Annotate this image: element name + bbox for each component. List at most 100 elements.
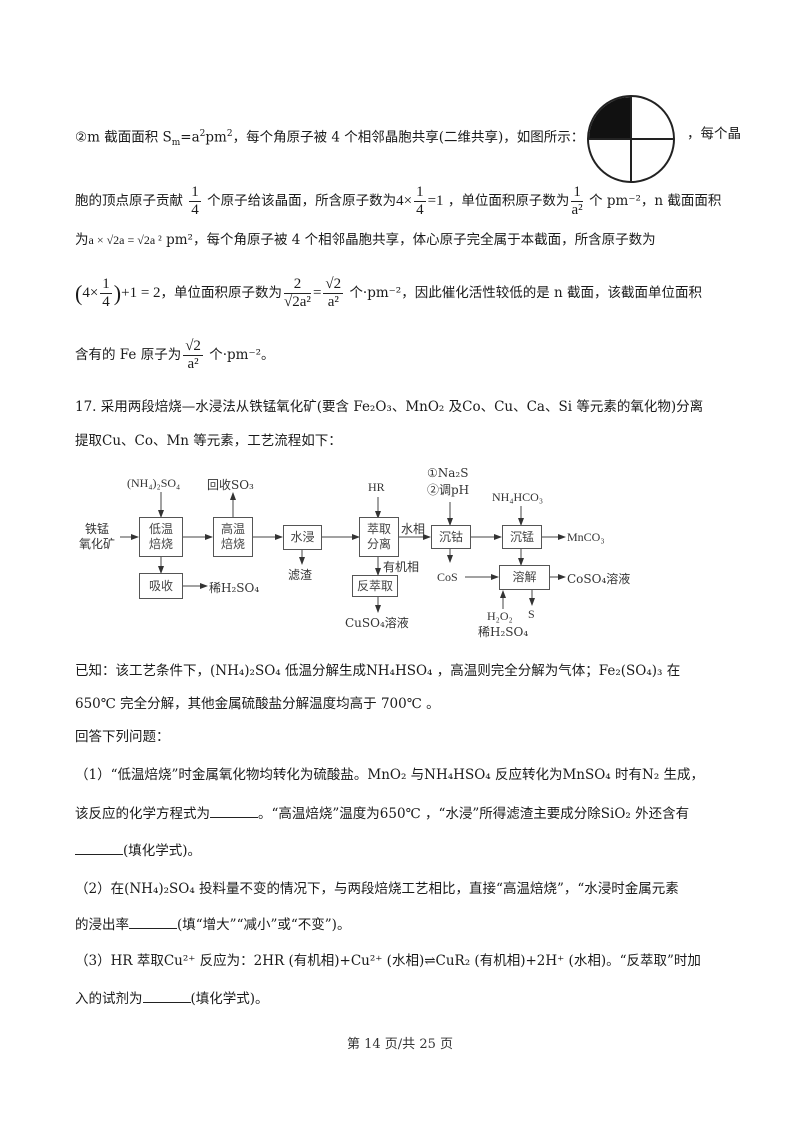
text: 个·pm⁻²。 [209, 347, 275, 363]
answer-blank-reagent[interactable] [142, 988, 191, 1003]
q17-intro-line-2: 提取Cu、Co、Mn 等元素，工艺流程如下： [75, 433, 342, 449]
label-na2s: ①Na₂S [427, 466, 469, 480]
numerator: √2 [323, 276, 344, 294]
q2-line-1: （2）在(NH₄)₂SO₄ 投料量不变的情况下，与两段焙烧工艺相比，直接“高温焙… [75, 881, 679, 897]
flowchart-arrows [120, 492, 566, 613]
page-number-footer: 第 14 页/共 25 页 [347, 1037, 453, 1052]
text: (填化学式)。 [123, 843, 202, 859]
label-sulfur: S [528, 607, 535, 621]
horizontal-divider [589, 138, 673, 140]
label-water-phase: 水相 [401, 522, 426, 536]
denominator: 4 [102, 294, 110, 310]
superscript: 2 [226, 129, 233, 139]
text: 个·pm⁻²，因此催化活性较低的是 n 截面，该截面单位面积 [349, 285, 702, 301]
label-copper-sulfate-solution: CuSO₄溶液 [345, 616, 409, 630]
subscript: m [171, 138, 181, 149]
node-dissolution: 溶解 [499, 565, 550, 590]
text: 个原子给该晶面，所含原子数为 [207, 193, 397, 209]
text: ②m 截面面积 S [75, 129, 172, 146]
denominator: 4 [416, 202, 424, 218]
text: (填化学式)。 [190, 991, 269, 1007]
area-formula: a × √2a = √2a ² [88, 233, 162, 247]
text: =a [180, 129, 200, 146]
q17-intro-line-1: 17. 采用两段焙烧—水浸法从铁锰氧化矿(要含 Fe₂O₃、MnO₂ 及Co、C… [75, 399, 704, 415]
node-absorption: 吸收 [139, 573, 183, 599]
m-section-line-1: ②m 截面面积 Sm=a2pm2，每个角原子被 4 个相邻晶胞共享(二维共享)，… [75, 124, 584, 153]
answer-blank-equation[interactable] [210, 803, 258, 818]
q3-line-1: （3）HR 萃取Cu²⁺ 反应为：2HR (有机相)+Cu²⁺ (水相)⇌CuR… [75, 953, 701, 969]
label-hydrogen-peroxide: H₂O₂ [487, 609, 513, 623]
numerator: 1 [100, 276, 112, 294]
quarter-shaded-circle-diagram [587, 95, 675, 183]
text: ，单位面积原子数为 [160, 285, 283, 301]
text: 。“高温焙烧”温度为650℃ ，“水浸”所得滤渣主要成分除SiO₂ 外还含有 [258, 806, 690, 822]
paren: ) [113, 280, 122, 306]
node-cobalt-precipitation: 沉钴 [431, 525, 471, 549]
node-high-temp-roast: 高温 焙烧 [213, 517, 253, 557]
q1-line-2: 该反应的化学方程式为。“高温焙烧”温度为650℃ ，“水浸”所得滤渣主要成分除S… [75, 803, 689, 824]
text: 含有的 Fe 原子为 [75, 347, 182, 363]
text: ，单位面积原子数为 [447, 193, 570, 209]
input-iron-manganese-ore: 铁锰 氧化矿 [79, 522, 116, 551]
node-back-extraction: 反萃取 [352, 575, 398, 597]
numerator: 2 [284, 276, 311, 294]
q1-line-3: (填化学式)。 [75, 840, 201, 861]
text: 胞的顶点原子贡献 [75, 193, 183, 209]
superscript: 2 [199, 129, 206, 139]
numerator: √2 [183, 338, 203, 356]
denominator: a² [327, 294, 339, 310]
label-recover-so3: 回收SO₃ [207, 478, 254, 492]
m-section-line-1-end: ，每个晶 [687, 126, 741, 142]
numerator: 1 [571, 184, 583, 202]
q3-line-2: 入的试剂为(填化学式)。 [75, 988, 269, 1009]
formula: = [312, 285, 322, 301]
label-filter-residue: 滤渣 [288, 568, 313, 582]
answer-blank-residue[interactable] [75, 840, 123, 855]
paren: ( [75, 280, 83, 306]
node-water-leach: 水浸 [283, 525, 322, 550]
denominator: √2a² [284, 294, 311, 310]
denominator: a² [571, 202, 583, 218]
denominator: a² [187, 356, 199, 372]
label-adjust-ph: ②调pH [427, 483, 470, 497]
text: 为 [75, 232, 89, 248]
q1-line-1: （1）“低温焙烧”时金属氧化物均转化为硫酸盐。MnO₂ 与NH₄HSO₄ 反应转… [75, 767, 705, 783]
denominator: 4 [191, 202, 199, 218]
formula: +1 = 2 [121, 285, 161, 301]
text: 的浸出率 [75, 917, 129, 933]
shaded-quadrant [589, 97, 631, 139]
q2-line-2: 的浸出率(填“增大”“减小”或“不变”)。 [75, 914, 350, 935]
label-ammonium-sulfate: (NH₄)₂SO₄ [127, 476, 181, 490]
node-extraction-separation: 萃取 分离 [359, 517, 399, 557]
fraction-density-n: 2√2a² [284, 276, 311, 311]
label-dilute-sulfuric-acid: 稀H₂SO₄ [209, 581, 260, 595]
text: pm [205, 129, 227, 146]
numerator: 1 [414, 184, 426, 202]
numerator: 1 [189, 184, 201, 202]
label-cobalt-sulfide: CoS [437, 570, 458, 584]
formula: 4× [82, 285, 99, 301]
known-conditions-line-2: 650℃ 完全分解，其他金属硫酸盐分解温度均高于 700℃ 。 [75, 696, 440, 712]
text: ，每个角原子被 4 个相邻晶胞共享(二维共享)，如图所示： [232, 129, 585, 146]
process-flowchart: 铁锰 氧化矿 低温 焙烧 高温 焙烧 水浸 萃取 分离 沉钴 沉锰 溶解 吸收 … [75, 462, 675, 640]
text: pm²，每个角原子被 4 个相邻晶胞共享，体心原子完全属于本截面，所含原子数为 [166, 232, 656, 248]
label-hr: HR [368, 480, 385, 494]
node-low-temp-roast: 低温 焙烧 [139, 517, 183, 557]
known-conditions-line-1: 已知：该工艺条件下，(NH₄)₂SO₄ 低温分解生成NH₄HSO₄ ，高温则完全… [75, 663, 681, 679]
node-manganese-precipitation: 沉锰 [502, 525, 542, 549]
formula: 4× [396, 193, 413, 209]
answer-blank-leach-rate[interactable] [129, 914, 177, 929]
label-manganese-carbonate: MnCO₃ [567, 530, 605, 544]
formula: =1 [427, 193, 444, 209]
label-cobalt-sulfate-solution: CoSO₄溶液 [567, 572, 631, 586]
text: 个 pm⁻²，n 截面面积 [589, 193, 722, 209]
n-section-line-3: 为a × √2a = √2a ² pm²，每个角原子被 4 个相邻晶胞共享，体心… [75, 230, 656, 250]
